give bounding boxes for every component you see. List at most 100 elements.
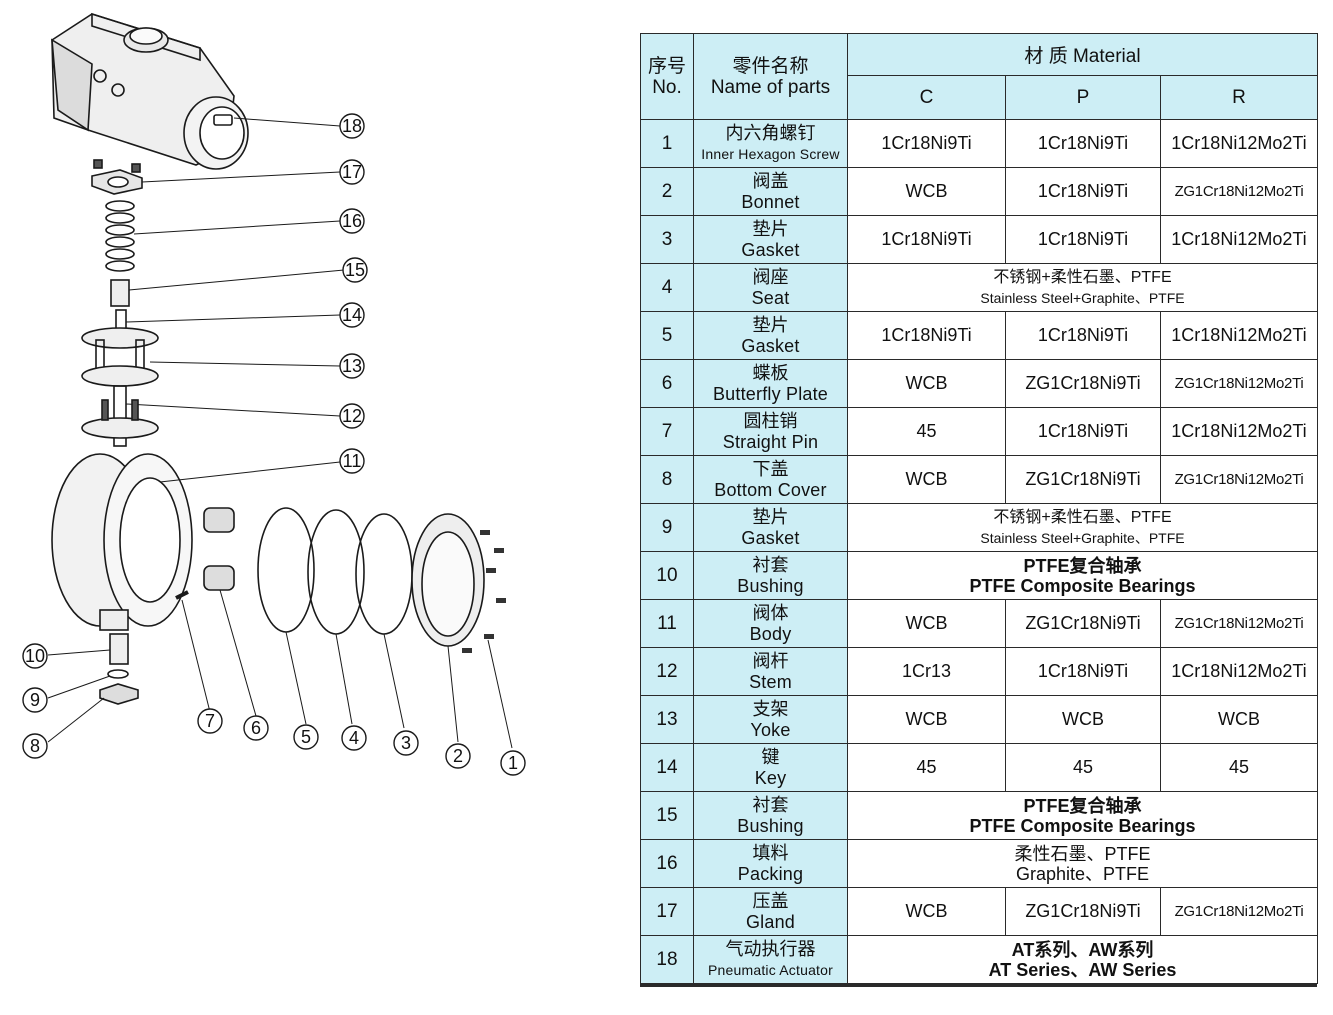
- material-merged-en: AT Series、AW Series: [988, 959, 1177, 980]
- part-name-en: Body: [749, 623, 792, 644]
- material-r: 45: [1160, 743, 1318, 792]
- material-r: ZG1Cr18Ni12Mo2Ti: [1160, 455, 1318, 504]
- callout-3: [393, 730, 419, 756]
- callout-4-label: 4: [349, 728, 359, 748]
- part-name-en: Gasket: [741, 335, 800, 356]
- material-p: 1Cr18Ni9Ti: [1005, 215, 1161, 264]
- gland-part: [91, 159, 341, 195]
- material-p: 45: [1005, 743, 1161, 792]
- callout-8-label: 8: [30, 736, 40, 756]
- part-name-cn: 垫片: [752, 218, 789, 239]
- material-merged-en: Stainless Steel+Graphite、PTFE: [980, 529, 1185, 546]
- part-name-cn: 阀杆: [752, 650, 789, 671]
- row-number: 1: [640, 119, 694, 168]
- callout-6: [243, 715, 269, 741]
- row-number: 10: [640, 551, 694, 600]
- callout-16: [339, 208, 365, 234]
- header-no: 序号 No.: [640, 33, 694, 120]
- row-number: 8: [640, 455, 694, 504]
- valve-body-part: [51, 453, 341, 631]
- part-name-en: Bushing: [737, 815, 804, 836]
- part-name-en: Gasket: [741, 527, 800, 548]
- material-r: ZG1Cr18Ni12Mo2Ti: [1160, 359, 1318, 408]
- callout-4: [341, 725, 367, 751]
- material-p: ZG1Cr18Ni9Ti: [1005, 599, 1161, 648]
- row-number: 4: [640, 263, 694, 312]
- part-name-cn: 衬套: [752, 794, 789, 815]
- material-c: WCB: [847, 359, 1006, 408]
- pin-and-plate-part: [175, 507, 257, 717]
- material-c: 45: [847, 743, 1006, 792]
- header-no-cn: 序号: [647, 55, 686, 77]
- callout-11-label: 11: [343, 451, 362, 471]
- material-c: 1Cr13: [847, 647, 1006, 696]
- header-no-en: No.: [652, 76, 682, 98]
- row-number: 6: [640, 359, 694, 408]
- header-material: 材 质 Material: [847, 33, 1318, 76]
- callout-1: [500, 750, 526, 776]
- callout-15: [342, 257, 368, 283]
- material-merged-cn: AT系列、AW系列: [1011, 939, 1154, 960]
- row-number: 11: [640, 599, 694, 648]
- header-col-r: R: [1160, 75, 1318, 120]
- part-name-cn: 键: [761, 746, 780, 767]
- callout-2: [445, 743, 471, 769]
- material-c: 1Cr18Ni9Ti: [847, 119, 1006, 168]
- material-p: 1Cr18Ni9Ti: [1005, 647, 1161, 696]
- part-name-en: Yoke: [750, 719, 791, 740]
- part-name-cn: 蝶板: [752, 362, 789, 383]
- part-name-en: Bottom Cover: [714, 479, 827, 500]
- material-p: WCB: [1005, 695, 1161, 744]
- callout-12: [339, 403, 365, 429]
- callout-11: [339, 448, 365, 474]
- bottom-parts: [47, 633, 139, 743]
- part-name-cn: 压盖: [752, 890, 789, 911]
- header-col-c: C: [847, 75, 1006, 120]
- part-name-cn: 内六角螺钉: [725, 122, 816, 143]
- material-r: ZG1Cr18Ni12Mo2Ti: [1160, 887, 1318, 936]
- row-number: 2: [640, 167, 694, 216]
- upper-bushing-part: [110, 269, 345, 307]
- material-c: 1Cr18Ni9Ti: [847, 311, 1006, 360]
- part-name-en: Gland: [745, 911, 796, 932]
- part-name-en: Butterfly Plate: [712, 383, 829, 404]
- callout-9: [22, 687, 48, 713]
- row-number: 14: [640, 743, 694, 792]
- row-number: 12: [640, 647, 694, 696]
- material-r: 1Cr18Ni12Mo2Ti: [1160, 407, 1318, 456]
- material-merged-en: Graphite、PTFE: [1015, 863, 1150, 884]
- material-c: 45: [847, 407, 1006, 456]
- packing-rings-part: [105, 200, 341, 272]
- callout-14: [339, 302, 365, 328]
- header-col-p: P: [1005, 75, 1161, 120]
- row-number: 13: [640, 695, 694, 744]
- part-name-en: Straight Pin: [722, 431, 819, 452]
- seat-gasket-rings-part: [257, 507, 413, 729]
